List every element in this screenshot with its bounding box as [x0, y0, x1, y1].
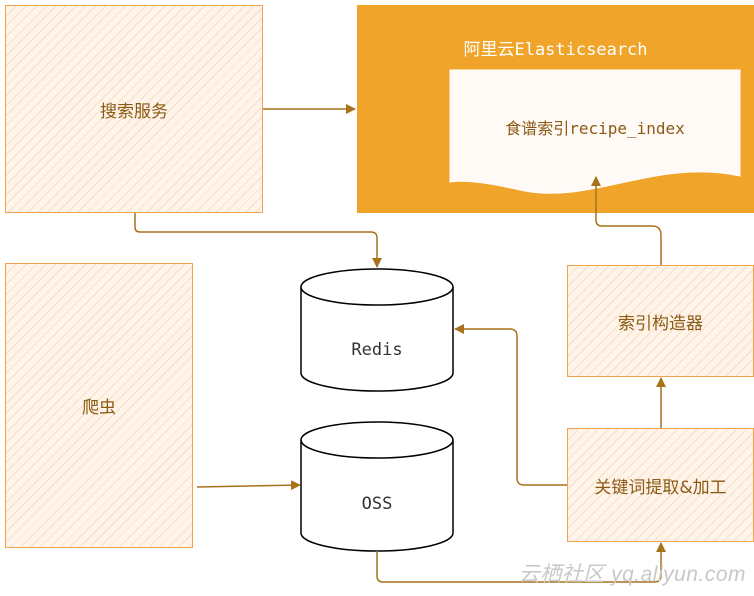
crawler-box: 爬虫	[5, 263, 193, 548]
watermark: 云栖社区 yq.aliyun.com	[518, 563, 746, 586]
arrow-oss-to-extract	[376, 542, 666, 583]
recipe-index-label: 食谱索引recipe_index	[505, 119, 685, 138]
keyword-extract-label: 关键词提取&加工	[594, 477, 727, 498]
elasticsearch-title: 阿里云Elasticsearch	[463, 40, 648, 60]
keyword-extract-box: 关键词提取&加工	[567, 428, 754, 542]
search-service-box: 搜索服务	[5, 5, 263, 213]
oss-label: OSS	[361, 494, 393, 514]
redis-label: Redis	[351, 340, 403, 360]
oss-cylinder	[300, 421, 454, 552]
arrow-crawler-to-oss	[196, 480, 301, 491]
recipe-index-document	[449, 69, 741, 194]
redis-cylinder	[300, 268, 454, 392]
arrow-extract-to-redis	[454, 324, 567, 486]
search-service-label: 搜索服务	[100, 101, 168, 122]
index-builder-label: 索引构造器	[618, 313, 703, 334]
index-builder-box: 索引构造器	[567, 265, 754, 377]
arrow-builder-to-index	[591, 176, 662, 265]
crawler-label: 爬虫	[82, 398, 116, 418]
arrow-search-to-redis	[134, 213, 382, 268]
